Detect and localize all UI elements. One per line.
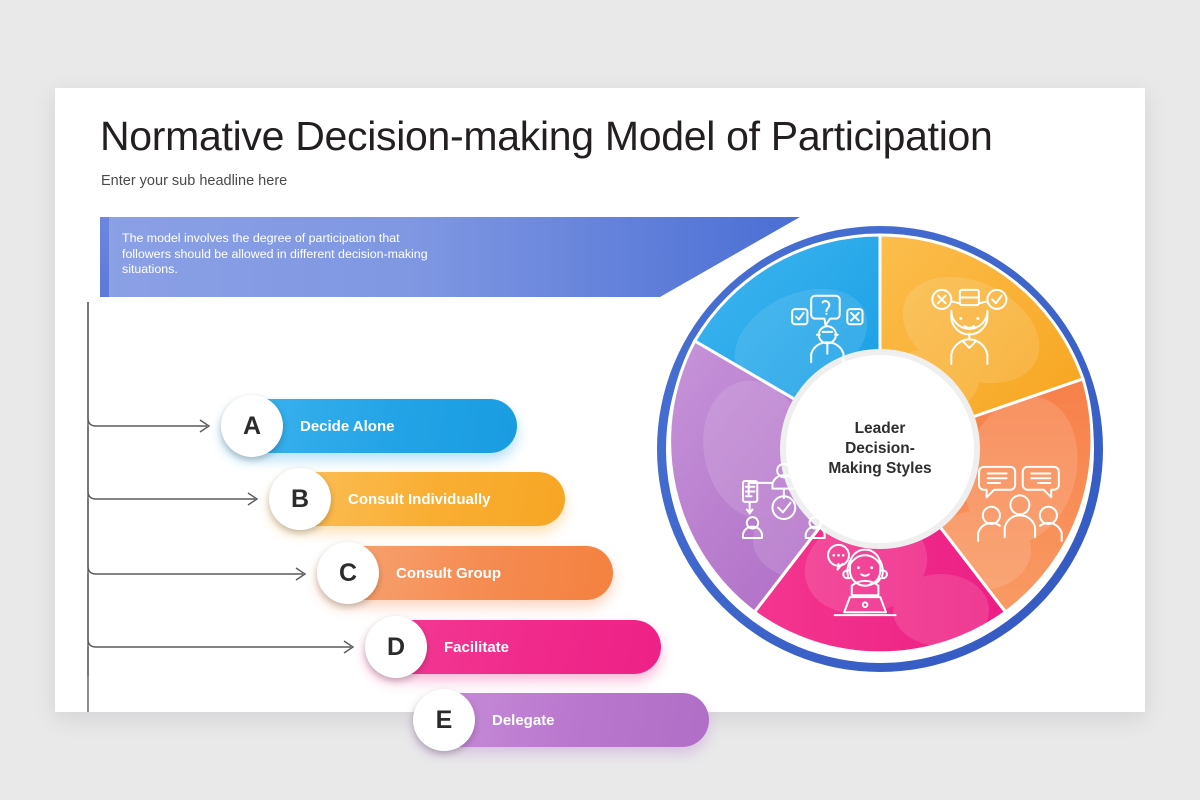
donut-chart: Leader Decision- Making Styles bbox=[651, 220, 1109, 678]
callout-banner: The model involves the degree of partici… bbox=[100, 213, 820, 313]
step-label-b: Consult Individually bbox=[348, 490, 491, 508]
step-badge-a: A bbox=[221, 395, 283, 457]
step-pill-e[interactable]: E Delegate bbox=[413, 689, 709, 751]
center-line-2: Decision- bbox=[845, 440, 915, 457]
facilitator-headset-icon bbox=[827, 543, 897, 617]
person-choice-icon bbox=[931, 288, 1008, 365]
step-badge-b: B bbox=[269, 468, 331, 530]
page-title: Normative Decision-making Model of Parti… bbox=[100, 113, 993, 159]
callout-text: The model involves the degree of partici… bbox=[122, 231, 428, 276]
step-label-d: Facilitate bbox=[444, 638, 510, 656]
center-line-1: Leader bbox=[854, 420, 906, 437]
donut-center-label: Leader Decision- Making Styles bbox=[805, 419, 955, 479]
step-pill-c[interactable]: C Consult Group bbox=[317, 542, 613, 604]
page-subtitle: Enter your sub headline here bbox=[101, 173, 288, 189]
center-line-3: Making Styles bbox=[828, 460, 932, 477]
step-badge-e: E bbox=[413, 689, 475, 751]
step-pill-d[interactable]: D Facilitate bbox=[365, 616, 661, 678]
group-discussion-icon bbox=[977, 465, 1063, 542]
step-pill-b[interactable]: B Consult Individually bbox=[269, 468, 565, 530]
delegation-flow-icon bbox=[742, 462, 826, 539]
step-pill-a[interactable]: A Decide Alone bbox=[221, 395, 517, 457]
donut-svg bbox=[657, 226, 1103, 672]
step-badge-d: D bbox=[365, 616, 427, 678]
slide-card: Normative Decision-making Model of Parti… bbox=[55, 88, 1145, 751]
person-question-options-icon bbox=[791, 294, 864, 364]
step-label-c: Consult Group bbox=[396, 564, 501, 582]
step-badge-c: C bbox=[317, 542, 379, 604]
callout-shape bbox=[100, 217, 800, 297]
step-label-e: Delegate bbox=[492, 711, 555, 729]
step-label-a: Decide Alone bbox=[300, 417, 395, 435]
